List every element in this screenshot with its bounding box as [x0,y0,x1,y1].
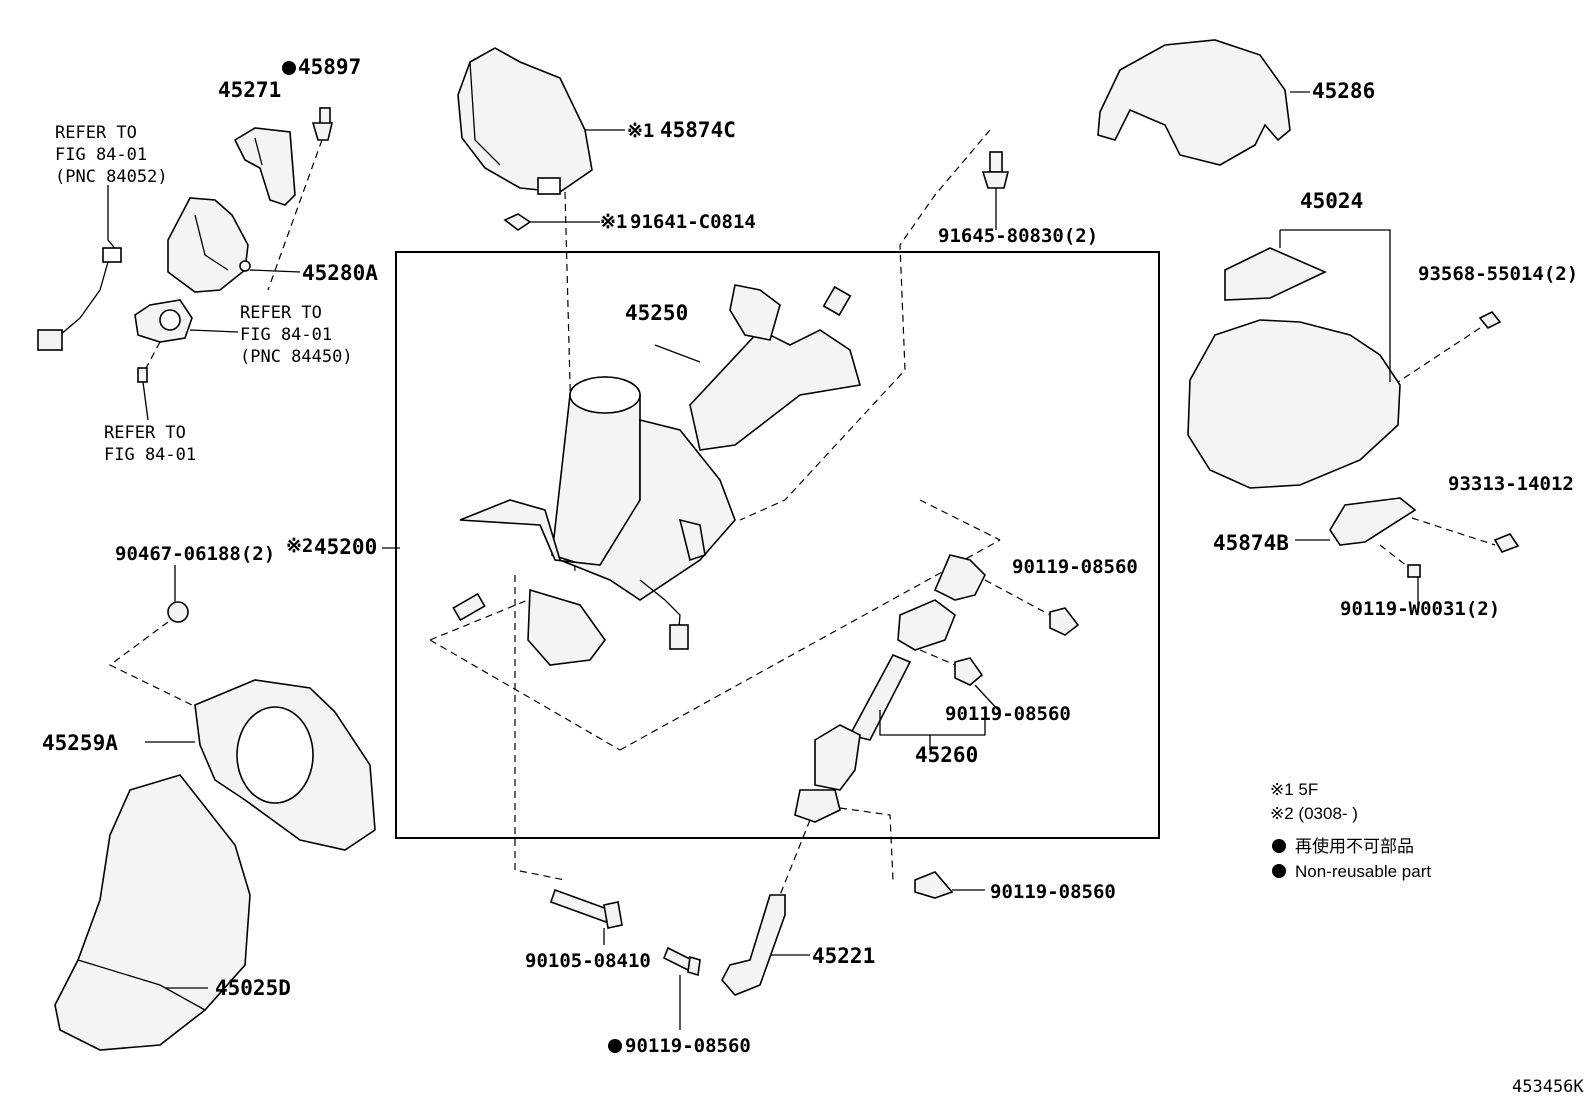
shaft-45221-drawing [721,819,811,996]
label-45259A: 45259A [42,731,118,755]
figure-code: 453456K [1512,1077,1584,1097]
label-90119-W0031: 90119-W0031(2) [1340,598,1500,620]
refer-to-line3: (PNC 84052) [55,167,168,187]
column-housing-drawing [452,418,736,666]
assembly-frame [395,251,1160,839]
note-mark-45200: ※2 [286,535,313,557]
bracket-45271-drawing [233,127,296,206]
label-45221: 45221 [812,944,875,968]
legend-dot-2 [1272,864,1286,878]
non-reusable-dot-45897 [282,61,296,75]
label-45874C: 45874C [660,118,736,142]
bolt-45897-drawing [267,107,334,291]
legend-non-reusable-en: Non-reusable part [1295,862,1431,881]
label-93568: 93568-55014(2) [1418,263,1578,285]
label-45286: 45286 [1312,79,1375,103]
switch-wire-harness-drawing [37,185,122,351]
legend-note2: ※2 (0308- ) [1270,804,1358,823]
label-90119-08560-c: 90119-08560 [990,881,1116,903]
column-cover-45025D-drawing [54,774,251,1051]
bolt-90119-b-drawing [919,649,1001,713]
note-mark-45874C: ※1 [627,120,654,142]
bolt-91645-drawing [739,129,1010,521]
label-45025D: 45025D [215,976,291,1000]
label-45874B: 45874B [1213,531,1289,555]
label-45260: 45260 [915,743,978,767]
label-45200: 45200 [314,535,377,559]
motor-drawing [551,376,641,571]
label-90105: 90105-08410 [525,950,651,972]
bracket-45874B-drawing [1295,497,1520,605]
ignition-switch-drawing [134,299,239,343]
label-90119-08560-a: 90119-08560 [1012,556,1138,578]
bolt-90105-drawing [514,575,623,945]
refer-to2-line3: (PNC 84450) [240,347,353,367]
bolt-90119-d-drawing [662,946,701,1030]
refer-to-line2: FIG 84-01 [55,145,147,165]
dashed-outline-45200 [382,499,1001,751]
cover-45874C-drawing [457,47,625,195]
refer-to2-line2: FIG 84-01 [240,325,332,345]
legend-note1: ※1 5F [1270,780,1318,799]
refer-to3-line2: FIG 84-01 [104,445,196,465]
label-90119-08560-b: 90119-08560 [945,703,1071,725]
legend-non-reusable-jp: 再使用不可部品 [1295,836,1414,856]
refer-to-line1: REFER TO [55,123,137,143]
label-90467: 90467-06188(2) [115,543,275,565]
label-45250: 45250 [625,301,688,325]
bolt-90119-a-drawing [984,579,1080,636]
screw-small-drawing [137,341,161,421]
label-45271: 45271 [218,78,281,102]
cover-45259A-drawing [145,679,376,851]
clip-90467-drawing [108,565,193,706]
lower-cover-45024-drawing [1187,229,1401,489]
label-45024: 45024 [1300,189,1363,213]
switch-housing-45280A-drawing [167,197,301,293]
refer-to3-line1: REFER TO [104,423,186,443]
label-93313: 93313-14012 [1448,473,1574,495]
label-45897: 45897 [298,55,361,79]
note-mark-91641: ※1 [600,211,627,233]
non-reusable-dot-90119 [608,1039,622,1053]
label-45280A: 45280A [302,261,378,285]
legend-dot-1 [1272,839,1286,853]
label-91645: 91645-80830(2) [938,225,1098,247]
label-90119-08560-d: 90119-08560 [625,1035,751,1057]
upper-cover-45286-drawing [1097,39,1310,166]
bolt-90119-c-drawing [839,807,985,899]
steering-column-45250-drawing [654,284,862,451]
screw-93568-drawing [1397,310,1502,383]
legend: ※1 5F ※2 (0308- ) 再使用不可部品 Non-reusable p… [1270,780,1431,881]
intermediate-shaft-45260-drawing [794,554,986,823]
screw-91641-drawing [503,191,600,576]
refer-to2-line1: REFER TO [240,303,322,323]
label-91641: 91641-C0814 [630,211,756,233]
